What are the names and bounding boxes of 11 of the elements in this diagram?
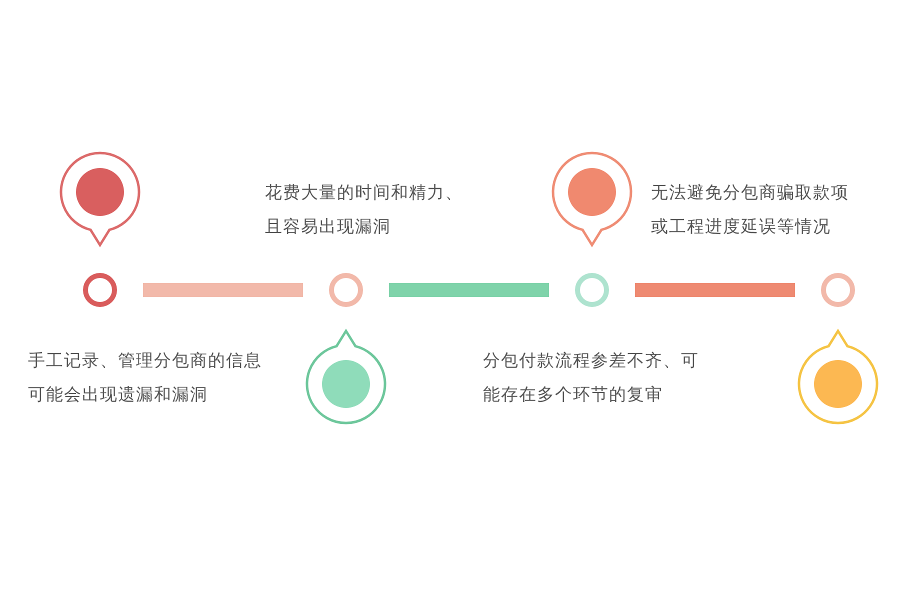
- description-text: 无法避免分包商骗取款项或工程进度延误等情况: [651, 182, 850, 239]
- description-text: 手工记录、管理分包商的信息可能会出现遗漏和漏洞: [28, 350, 263, 407]
- timeline-bar: [635, 283, 795, 297]
- ring-marker: [821, 273, 855, 307]
- ring-marker: [575, 273, 609, 307]
- description-text: 分包付款流程参差不齐、可能存在多个环节的复审: [483, 350, 700, 407]
- ring-marker: [83, 273, 117, 307]
- timeline-bar: [143, 283, 303, 297]
- ring-marker: [329, 273, 363, 307]
- timeline-bar: [389, 283, 549, 297]
- description-text: 花费大量的时间和精力、且容易出现漏洞: [265, 182, 464, 239]
